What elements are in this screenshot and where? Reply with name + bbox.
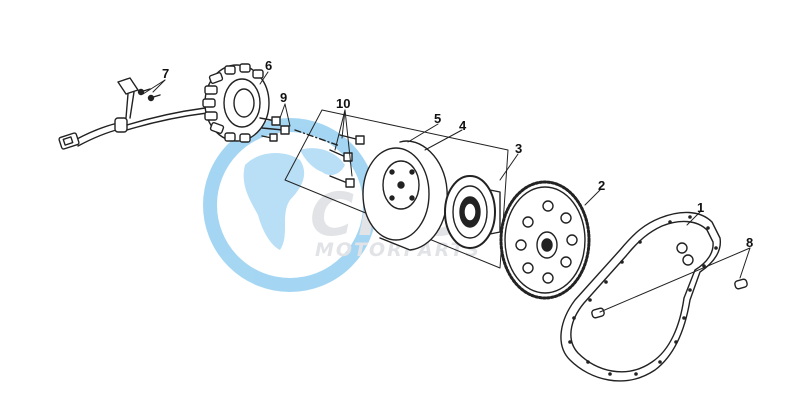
flywheel (362, 140, 448, 251)
bolt-10-b (329, 149, 353, 162)
stator (202, 63, 270, 143)
leader-lines (142, 71, 751, 313)
callout-5: 5 (434, 111, 441, 126)
dowel-pin-8-a (591, 307, 605, 319)
bolt-9-c (261, 133, 278, 142)
callout-2: 2 (598, 178, 605, 193)
starter-clutch (444, 175, 501, 249)
callout-7: 7 (162, 66, 169, 81)
callout-9: 9 (280, 90, 287, 105)
bolt-9-b (261, 125, 290, 135)
callout-1: 1 (697, 200, 704, 215)
bolt-10-a (339, 134, 365, 145)
wire-harness (58, 77, 208, 150)
callout-6: 6 (265, 58, 272, 73)
screw-7-a (137, 88, 151, 96)
dowel-pin-8-b (734, 278, 748, 290)
screw-7-b (147, 94, 161, 102)
callout-10: 10 (336, 96, 350, 111)
watermark-caption: MOTORPARTS (315, 239, 481, 261)
starter-gear (499, 180, 591, 300)
callout-3: 3 (515, 141, 522, 156)
callout-labels: 1 2 3 4 5 6 7 8 9 10 (162, 58, 753, 250)
cover-gasket (560, 211, 722, 382)
bolt-9-a (259, 116, 281, 126)
axis-centerline (294, 129, 341, 147)
callout-8: 8 (746, 235, 753, 250)
callout-4: 4 (459, 118, 467, 133)
assembly-4-outline (284, 109, 509, 269)
bolt-10-c (329, 175, 355, 188)
